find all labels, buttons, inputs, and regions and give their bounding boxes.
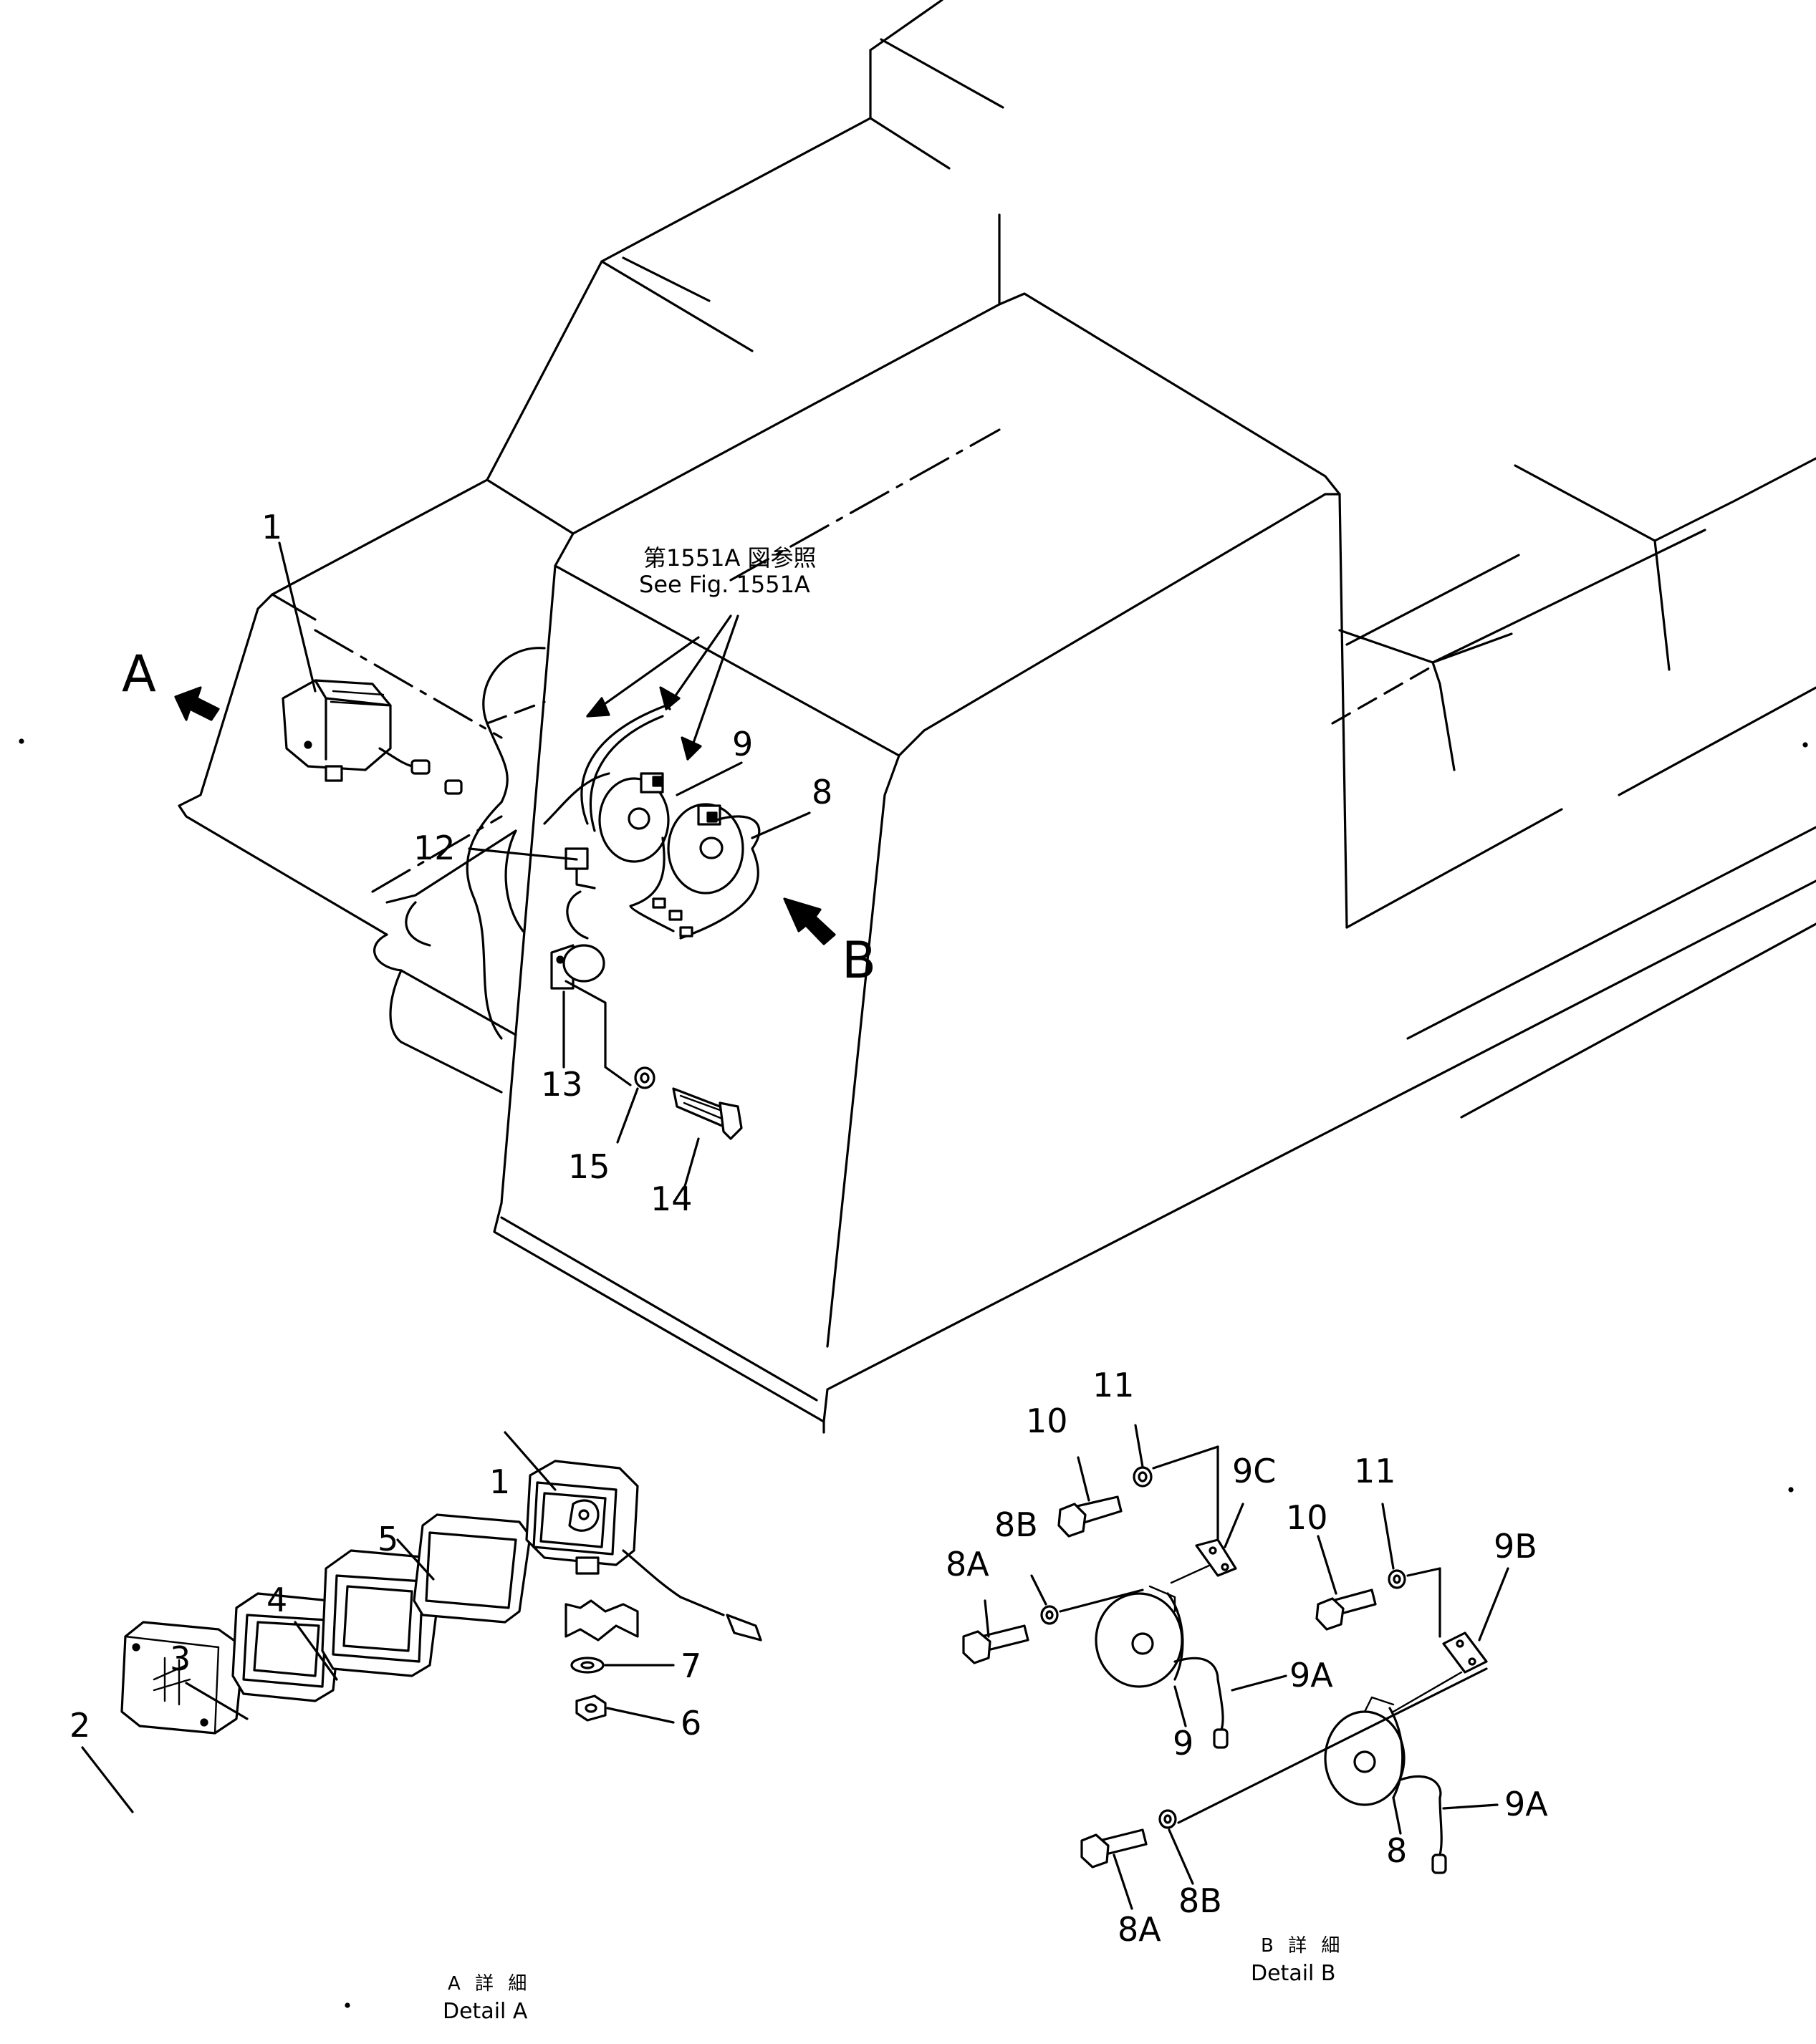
callout-13-main: 13 <box>541 1065 583 1104</box>
reference-note-japanese: 第1551A 図参照 <box>643 544 817 572</box>
headlamp-assembly-main <box>282 679 463 795</box>
direction-arrow-b <box>783 897 836 945</box>
callout-5-detail-a: 5 <box>378 1520 398 1558</box>
machine-body-outline <box>178 0 1816 1434</box>
callout-1-main: 1 <box>261 508 282 546</box>
detail-a-lens-frame <box>231 1592 342 1702</box>
callout-9: 9 <box>1173 1724 1193 1763</box>
callout-2-detail-a: 2 <box>69 1706 90 1745</box>
callout-8a-upper: 8A <box>946 1545 989 1583</box>
caption-detail-b-japanese: B 詳 細 <box>1261 1935 1344 1957</box>
horn-switch-main <box>550 944 632 1086</box>
main-leader-lines <box>278 541 811 1190</box>
callout-8b-upper: 8B <box>994 1505 1038 1544</box>
detail-a-leader-lines <box>81 1431 675 1813</box>
caption-detail-a-english: Detail A <box>443 1999 528 2024</box>
callout-6-detail-a: 6 <box>681 1704 701 1742</box>
caption-detail-b-english: Detail B <box>1251 1961 1336 1986</box>
detail-a-lens-assembly <box>120 1621 245 1735</box>
callout-11-right: 11 <box>1354 1452 1396 1490</box>
callout-11-upper: 11 <box>1092 1366 1135 1404</box>
bolt-washer-main <box>634 1066 743 1140</box>
detail-a-housing <box>525 1460 762 1722</box>
callout-1-detail-a: 1 <box>489 1462 510 1501</box>
detail-a-gasket <box>321 1549 442 1677</box>
callout-9a-upper: 9A <box>1289 1656 1333 1695</box>
callout-8-main: 8 <box>812 773 832 811</box>
detail-b-upper-horn <box>1095 1538 1237 1749</box>
callout-4-detail-a: 4 <box>266 1581 287 1619</box>
detail-b-leader-lines <box>984 1424 1509 1910</box>
horn-assembly-main <box>565 704 761 940</box>
callout-10-upper: 10 <box>1026 1402 1068 1440</box>
view-marker-a: A <box>122 645 156 703</box>
callout-9-main: 9 <box>732 725 753 763</box>
callout-8b-lower: 8B <box>1178 1881 1222 1920</box>
detail-a-seal <box>413 1513 532 1624</box>
callout-8: 8 <box>1386 1831 1407 1870</box>
detail-b-bolts <box>962 1466 1406 1869</box>
view-marker-b: B <box>842 931 876 990</box>
reference-note-english: See Fig. 1551A <box>639 571 810 598</box>
callout-3-detail-a: 3 <box>170 1639 191 1678</box>
callout-9b: 9B <box>1494 1527 1537 1566</box>
callout-9a-lower: 9A <box>1504 1785 1548 1823</box>
callout-9c: 9C <box>1232 1452 1276 1490</box>
callout-14-main: 14 <box>650 1180 693 1218</box>
callout-12-main: 12 <box>413 829 456 867</box>
callout-7-detail-a: 7 <box>681 1647 701 1685</box>
direction-arrow-a <box>174 686 220 721</box>
callout-8a-lower: 8A <box>1118 1910 1161 1949</box>
detail-b-lower-horn <box>1324 1631 1488 1874</box>
callout-15-main: 15 <box>568 1147 610 1186</box>
callout-10-right: 10 <box>1286 1498 1328 1537</box>
caption-detail-a-japanese: A 詳 細 <box>448 1973 531 1995</box>
